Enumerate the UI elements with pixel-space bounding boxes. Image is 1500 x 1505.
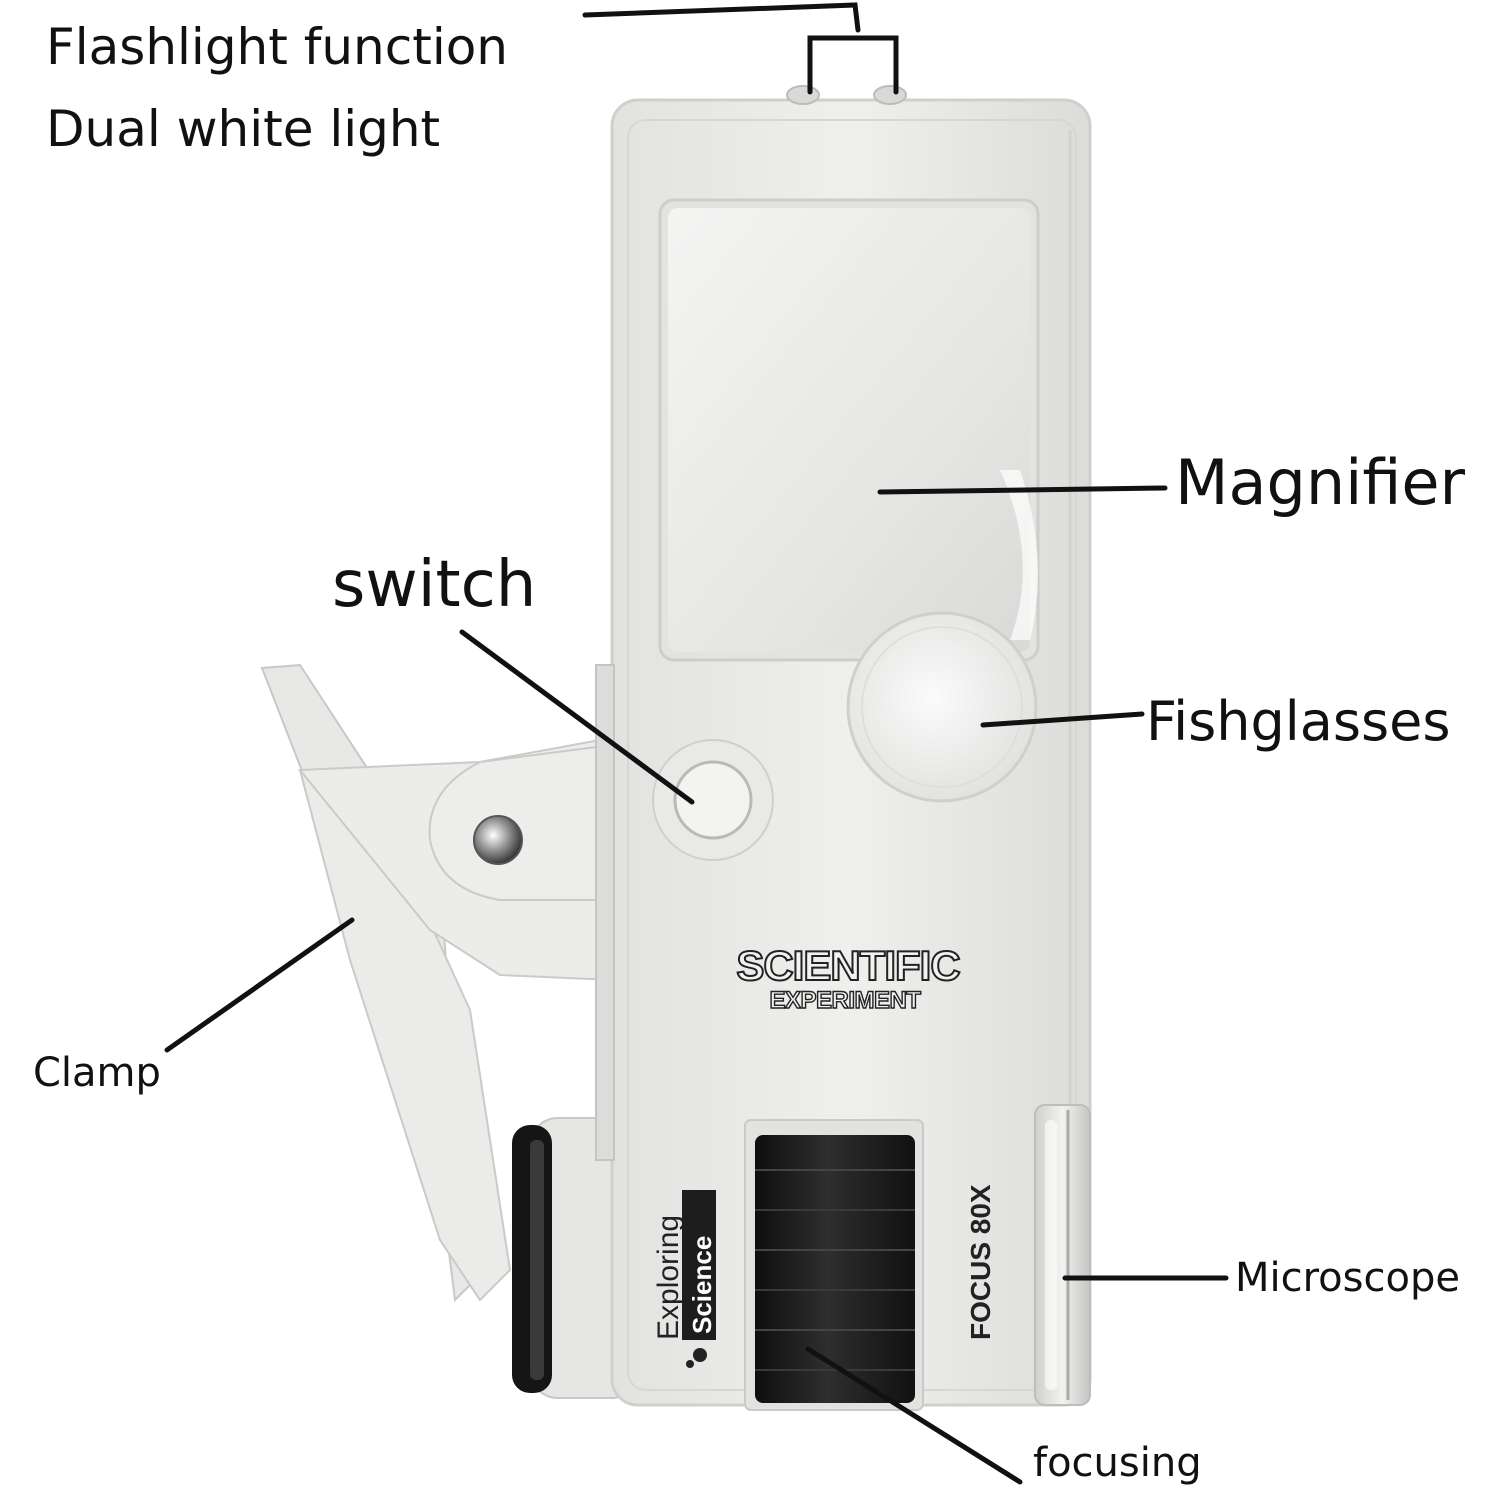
- fishglasses-label: Fishglasses: [1146, 690, 1451, 753]
- science-badge: [682, 1190, 716, 1340]
- focus-knob: [744, 1119, 924, 1411]
- switch-button: [652, 739, 774, 861]
- side-text-exploring: Exploring: [652, 1215, 685, 1340]
- dot-icon-small: [686, 1360, 694, 1368]
- dot-icon: [693, 1348, 707, 1362]
- flashlight-callout: [582, 2, 899, 95]
- clamp-callout: [164, 917, 355, 1053]
- clamp-pivot: [428, 743, 613, 901]
- callout-lines: [164, 2, 1229, 1485]
- clamp-plate: [595, 664, 615, 1161]
- brand-main-text: SCIENTIFIC: [736, 942, 960, 989]
- focus-80x-text: FOCUS 80X: [965, 1184, 996, 1340]
- side-text-science: Science: [687, 1236, 717, 1334]
- brand-print: SCIENTIFIC EXPERIMENT: [735, 941, 962, 1015]
- switch-callout: [459, 629, 695, 805]
- brand-sub-text: EXPERIMENT: [769, 987, 921, 1014]
- microscope-tube: [1034, 1104, 1091, 1406]
- clamp-label: Clamp: [33, 1050, 161, 1096]
- magnifier-label: Magnifier: [1175, 446, 1466, 519]
- side-print: Exploring Science FOCUS 80X: [652, 1184, 996, 1368]
- magnifier-callout: [877, 485, 1168, 495]
- magnifier-lens: [658, 198, 1040, 662]
- focusing-callout: [805, 1346, 1023, 1485]
- flashlight-function-label: Flashlight function: [46, 18, 508, 76]
- fishglasses-lens: [846, 611, 1038, 803]
- dual-white-light-label: Dual white light: [46, 100, 441, 158]
- microscope-label: Microscope: [1235, 1255, 1460, 1301]
- fishglasses-callout: [980, 711, 1145, 728]
- focusing-label: focusing: [1033, 1440, 1202, 1486]
- switch-label: switch: [332, 548, 537, 622]
